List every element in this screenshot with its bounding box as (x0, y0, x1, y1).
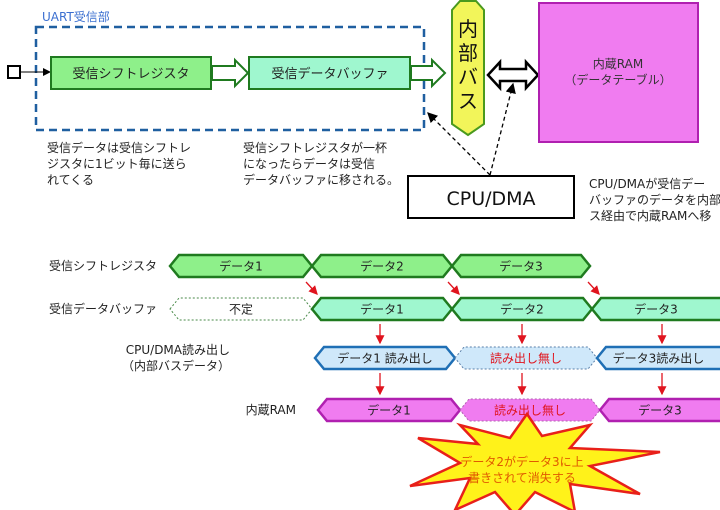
timing-cell-r4-c3 (598, 397, 720, 423)
internal-ram-sublabel: （データテーブル） (564, 72, 671, 87)
note-data-buffer: 受信シフトレジスタが一杯 になったらデータは受信 データバッファに移される。 (243, 140, 399, 187)
cpu-to-bus-dashed-arrow (489, 82, 516, 176)
transfer-arrow-3 (587, 281, 600, 295)
timing-cell-r1-c3 (450, 253, 592, 279)
timing-cell-r3-c3 (595, 345, 720, 371)
shift-register-label: 受信シフトレジスタ (72, 67, 189, 82)
data-buffer-block (248, 56, 411, 90)
timing-cell-label-r1-c3: データ3 (499, 259, 543, 274)
note-shift-register: 受信データは受信シフトレ ジスタに1ビット毎に送ら れてくる (47, 140, 191, 187)
timing-cell-label-r2-c4: データ3 (634, 302, 678, 317)
note-cpu-dma: CPU/DMAが受信デー バッファのデータを内部 ス経由で内蔵RAMへ移 (589, 176, 720, 223)
internal-bus-char-4: ス (458, 89, 478, 113)
timing-cell-label-r4-c1: データ1 (367, 403, 411, 418)
timing-row-label-3-line-2: （内部バスデータ） (122, 358, 230, 373)
timing-row-label-1: 受信シフトレジスタ (49, 259, 157, 273)
cpu-to-uart-dashed-arrow (427, 112, 491, 176)
note-buffer-line-2: になったらデータは受信 (243, 156, 375, 171)
shift-register-block (50, 56, 212, 90)
transfer-arrow-2 (447, 281, 460, 295)
transfer-arrow-1 (305, 281, 318, 295)
internal-bus-char-3: バ (458, 65, 478, 89)
buffer-to-bus-arrow (410, 57, 447, 89)
internal-ram-block (538, 2, 699, 143)
timing-cell-r2-c4 (590, 296, 720, 322)
timing-cell-label-r3-c1: データ1 読み出し (337, 351, 432, 366)
note-cpu-line-1: CPU/DMAが受信デー (589, 176, 705, 191)
data-buffer-label: 受信データバッファ (271, 66, 388, 82)
note-shift-line-3: れてくる (47, 173, 94, 187)
overwrite-warning-text-line-2: 書きされて消失する (468, 470, 576, 485)
timing-cell-label-r2-c3: データ2 (500, 302, 544, 317)
note-cpu-line-2: バッファのデータを内部 (589, 192, 720, 207)
timing-cell-label-r1-c2: データ2 (360, 259, 404, 274)
timing-cell-label-r2-c2: データ1 (360, 302, 404, 317)
note-buffer-line-1: 受信シフトレジスタが一杯 (243, 140, 387, 155)
shift-to-buffer-arrow (211, 57, 250, 89)
cpu-dma-label: CPU/DMA (446, 188, 535, 210)
cpu-dma-block (407, 175, 575, 219)
note-shift-line-1: 受信データは受信シフトレ (47, 140, 191, 155)
timing-row-label-3-line-1: CPU/DMA読み出し (126, 342, 230, 357)
uart-section-label: UART受信部 (42, 9, 110, 24)
internal-bus-char-2: 部 (458, 41, 478, 65)
internal-ram-label: 内蔵RAM (593, 57, 643, 71)
timing-cell-label-r2-c1: 不定 (229, 302, 253, 317)
note-buffer-line-3: データバッファに移される。 (243, 172, 399, 187)
timing-cell-r4-c2 (459, 398, 601, 422)
internal-bus-char-1: 内 (458, 17, 478, 41)
timing-cell-label-r1-c1: データ1 (219, 259, 263, 274)
internal-bus-block (451, 0, 485, 137)
timing-cell-label-r4-c3: データ3 (638, 403, 682, 418)
note-cpu-line-3: ス経由で内蔵RAMへ移 (589, 209, 711, 223)
timing-cell-label-r3-c3: データ3読み出し (613, 351, 705, 366)
overwrite-warning-text-line-1: データ2がデータ3に上 (460, 454, 583, 469)
note-shift-line-2: ジスタに1ビット毎に送ら (47, 156, 187, 171)
timing-row-label-4: 内蔵RAM (246, 403, 296, 417)
timing-row-label-2: 受信データバッファ (49, 301, 157, 316)
rx-input-pin (7, 65, 21, 79)
overwrite-warning-burst (409, 411, 661, 510)
uart-section-boundary (34, 25, 426, 132)
timing-cell-label-r3-c2: 読み出し無し (490, 351, 562, 366)
timing-cell-label-r4-c2: 読み出し無し (494, 403, 566, 418)
